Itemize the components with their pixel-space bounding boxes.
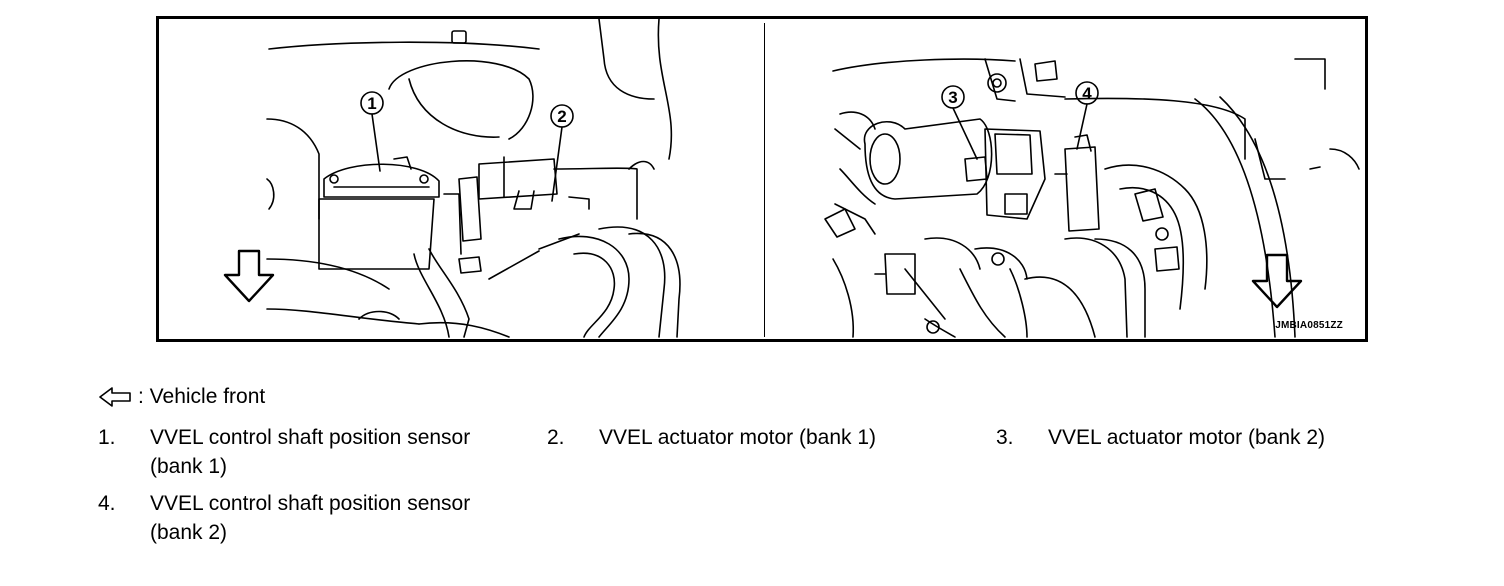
legend-item-3: 3. VVEL actuator motor (bank 2) [996, 423, 1428, 452]
left-panel-bank-1: 1 2 [159, 19, 764, 339]
engine-diagram-figure: 1 2 [156, 16, 1368, 342]
callout-1-label: 1 [367, 94, 376, 113]
vehicle-front-legend: : Vehicle front [98, 385, 265, 409]
legend-item-number: 2. [547, 426, 565, 449]
legend-item-text: VVEL actuator motor (bank 1) [599, 426, 877, 449]
callout-3-label: 3 [948, 88, 957, 107]
legend-item-number: 1. [98, 426, 116, 449]
legend-item-text: VVEL actuator motor (bank 2) [1048, 426, 1326, 449]
legend-item-number: 3. [996, 426, 1014, 449]
legend-item-4: 4. VVEL control shaft position sensor (b… [98, 489, 520, 547]
legend-item-number: 4. [98, 492, 116, 515]
legend-item-2: 2. VVEL actuator motor (bank 1) [547, 423, 979, 452]
legend-item-text: VVEL control shaft position sensor (bank… [150, 426, 471, 478]
vehicle-front-label: : Vehicle front [138, 385, 266, 408]
legend-item-1: 1. VVEL control shaft position sensor (b… [98, 423, 520, 481]
callout-2-label: 2 [557, 107, 566, 126]
legend-item-text: VVEL control shaft position sensor (bank… [150, 492, 471, 544]
front-arrow-icon [223, 249, 275, 303]
panel-divider [764, 23, 765, 337]
figure-id-label: JMBIA0851ZZ [1275, 320, 1343, 331]
right-panel-bank-2: 3 4 [765, 19, 1365, 339]
callout-4-label: 4 [1082, 84, 1092, 103]
front-arrow-icon [99, 387, 131, 407]
front-arrow-icon [1251, 253, 1303, 309]
